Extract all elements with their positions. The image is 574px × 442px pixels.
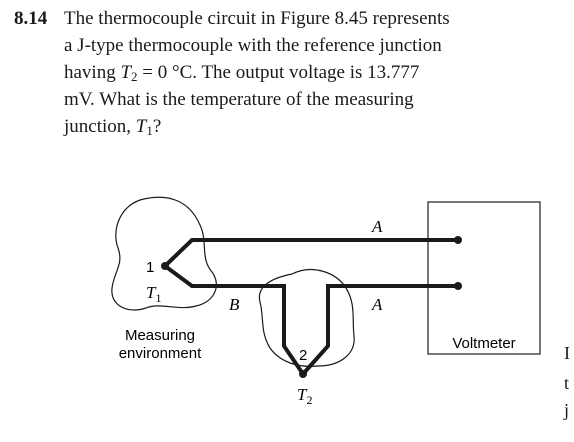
line5-sub: 1 (146, 123, 153, 138)
cropped-edge-char-1: I (564, 343, 570, 363)
problem-number: 8.14 (14, 8, 48, 29)
wire-label-b: B (229, 295, 240, 314)
voltmeter-terminal-bottom (454, 282, 462, 290)
problem-line-4: mV. What is the temperature of the measu… (64, 89, 414, 110)
line3-sub: 2 (131, 69, 138, 84)
problem-line-1: The thermocouple circuit in Figure 8.45 … (64, 8, 450, 29)
measuring-environment-blob (111, 196, 217, 311)
junction-1-temperature: T1 (146, 283, 161, 305)
wire-a-bottom (301, 284, 458, 376)
voltmeter-terminal-top (454, 236, 462, 244)
wire-label-bottom-a: A (371, 295, 383, 314)
junction-1-temp-sub: 1 (155, 291, 161, 305)
voltmeter-box (427, 201, 541, 355)
problem-line-5: junction, T1? (64, 116, 161, 139)
problem-line-2: a J-type thermocouple with the reference… (64, 35, 442, 56)
junction-1-temp-var: T (146, 283, 157, 302)
junction-2-dot (299, 370, 307, 378)
line5-pre: junction, (64, 116, 136, 137)
junction-2-number: 2 (299, 347, 307, 364)
line3-pre: having (64, 62, 121, 83)
cropped-edge-char-2: t (564, 373, 570, 393)
measuring-label-line-2: environment (119, 345, 202, 362)
junction-2-temp-sub: 2 (306, 393, 312, 407)
measuring-label-line-1: Measuring (125, 327, 195, 344)
junction-1-number: 1 (146, 259, 154, 276)
problem-text: 8.14 The thermocouple circuit in Figure … (0, 0, 574, 180)
junction-2-temp-var: T (297, 385, 308, 404)
cropped-edge-char-3: j (564, 400, 570, 420)
thermocouple-circuit-figure: A B A 1 T1 Measuring environment 2 T2 Vo… (111, 196, 541, 407)
line5-post: ? (152, 116, 162, 137)
voltmeter-label: Voltmeter (452, 335, 515, 352)
wire-a-top (163, 238, 458, 268)
junction-1-dot (161, 262, 169, 270)
wire-b (163, 264, 305, 376)
line3-post: = 0 °C. The output voltage is 13.777 (137, 62, 420, 83)
wire-label-top-a: A (371, 217, 383, 236)
junction-2-temperature: T2 (297, 385, 312, 407)
line5-var: T (135, 116, 147, 137)
line3-var: T (120, 62, 132, 83)
problem-line-3: having T2 = 0 °C. The output voltage is … (64, 62, 419, 85)
